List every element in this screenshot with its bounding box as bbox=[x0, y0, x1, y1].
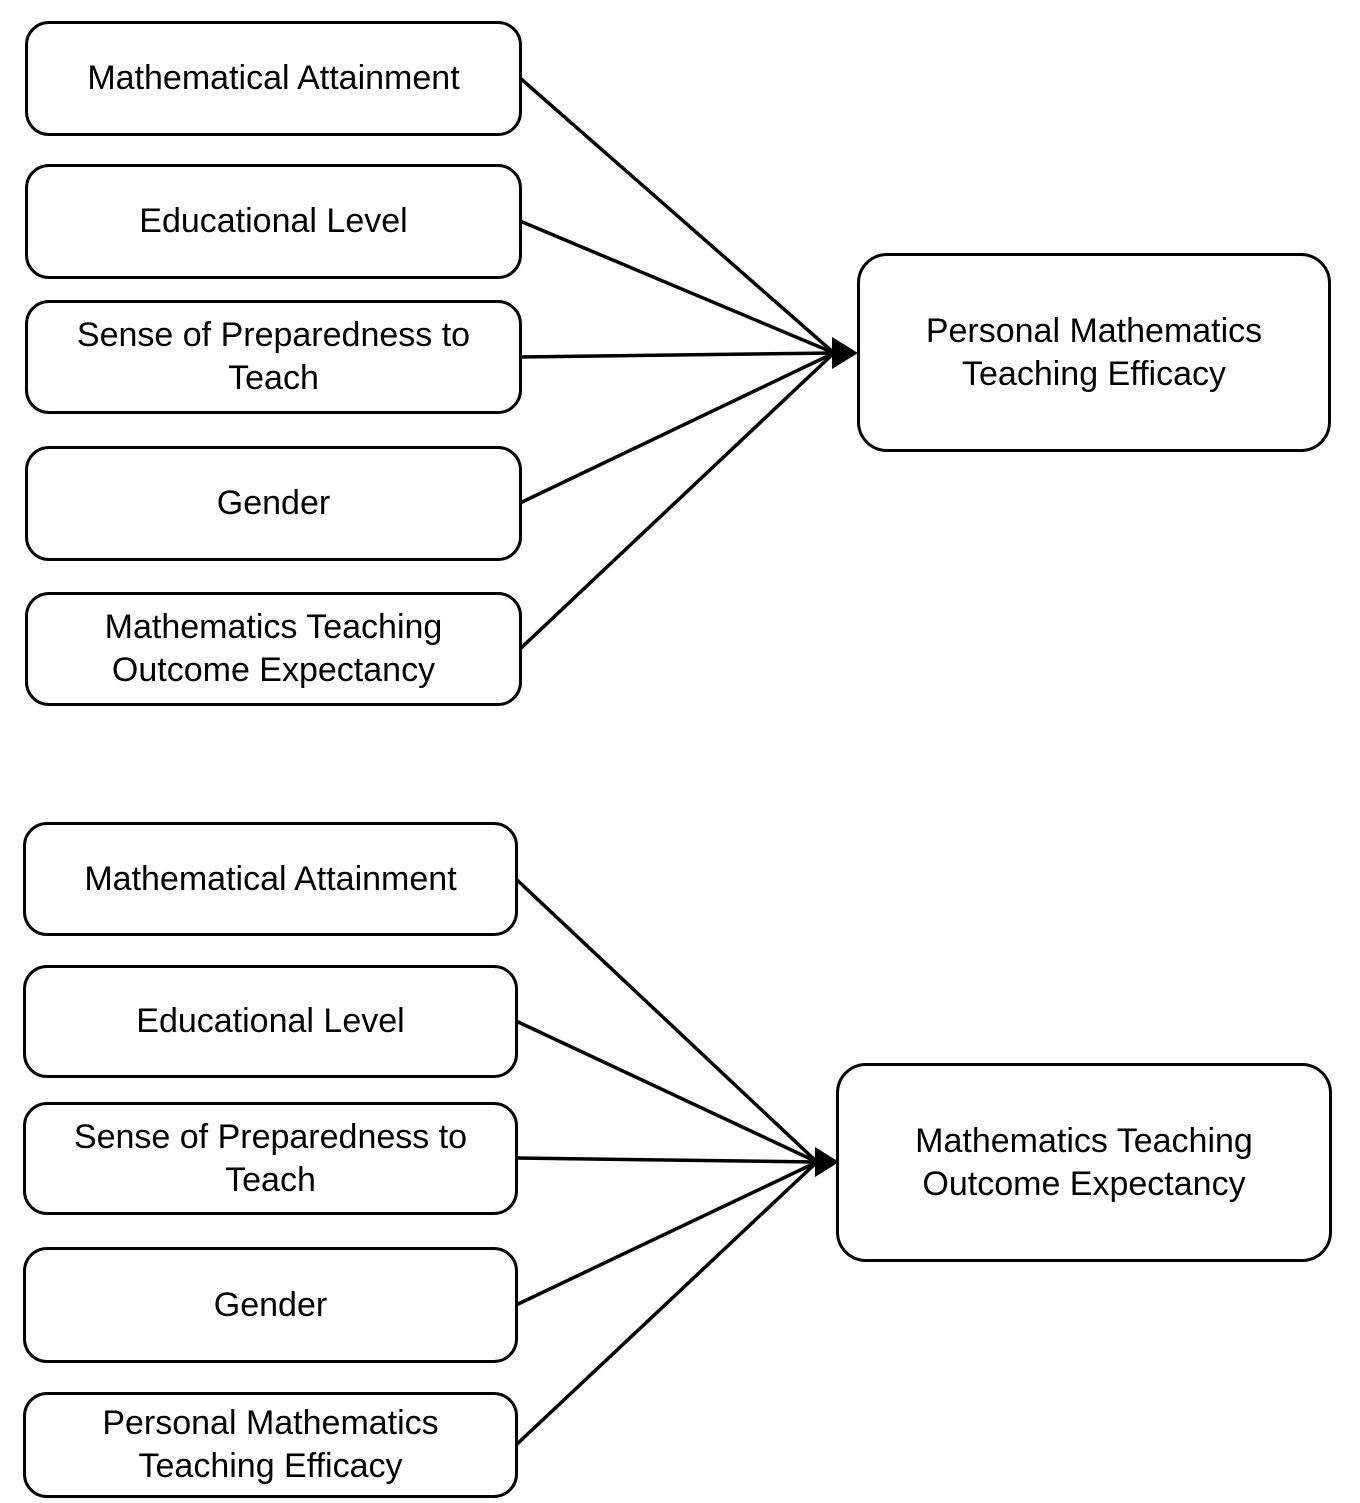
connector-line bbox=[519, 351, 835, 505]
node-label: Mathematical Attainment bbox=[84, 859, 457, 898]
connector-line bbox=[518, 76, 836, 355]
arrowhead bbox=[832, 337, 858, 369]
connector-line bbox=[515, 1019, 818, 1164]
connector-line bbox=[519, 351, 835, 359]
node-sense-of-preparedness-to-teach: Sense of Preparedness to Teach bbox=[25, 300, 522, 414]
node-label: Sense of Preparedness to Teach bbox=[76, 316, 471, 397]
node-personal-mathematics-teaching-efficacy-target: Personal Mathematics Teaching Efficacy bbox=[857, 253, 1331, 452]
node-label: Personal Mathematics Teaching Efficacy bbox=[102, 1404, 439, 1485]
node-label: Personal Mathematics Teaching Efficacy bbox=[925, 311, 1263, 393]
node-gender-2: Gender bbox=[23, 1247, 518, 1363]
node-label: Educational Level bbox=[136, 1002, 405, 1041]
node-gender: Gender bbox=[25, 446, 522, 561]
node-label: Mathematical Attainment bbox=[87, 59, 460, 98]
node-label: Educational Level bbox=[139, 202, 408, 241]
connector-line bbox=[515, 1160, 818, 1307]
connector-line bbox=[514, 1160, 819, 1447]
node-label: Sense of Preparedness to Teach bbox=[73, 1117, 468, 1199]
connector-line bbox=[515, 1156, 818, 1164]
connector-line bbox=[518, 351, 836, 651]
connector-line bbox=[514, 877, 819, 1164]
panel1-connectors bbox=[518, 76, 836, 651]
node-mathematics-teaching-outcome-expectancy-target: Mathematics Teaching Outcome Expectancy bbox=[836, 1063, 1332, 1262]
node-label: Mathematics Teaching Outcome Expectancy bbox=[104, 608, 443, 689]
node-label: Gender bbox=[213, 1285, 328, 1324]
arrowhead bbox=[815, 1147, 839, 1177]
node-educational-level: Educational Level bbox=[25, 164, 522, 279]
node-personal-mathematics-teaching-efficacy: Personal Mathematics Teaching Efficacy bbox=[23, 1392, 518, 1498]
node-mathematics-teaching-outcome-expectancy: Mathematics Teaching Outcome Expectancy bbox=[25, 592, 522, 706]
node-label: Mathematics Teaching Outcome Expectancy bbox=[915, 1121, 1253, 1203]
panel2-connectors bbox=[514, 877, 819, 1447]
node-mathematical-attainment-2: Mathematical Attainment bbox=[23, 822, 518, 936]
node-mathematical-attainment: Mathematical Attainment bbox=[25, 21, 522, 136]
connector-line bbox=[519, 219, 835, 355]
node-educational-level-2: Educational Level bbox=[23, 965, 518, 1078]
node-sense-of-preparedness-to-teach-2: Sense of Preparedness to Teach bbox=[23, 1102, 518, 1215]
node-label: Gender bbox=[216, 484, 331, 523]
